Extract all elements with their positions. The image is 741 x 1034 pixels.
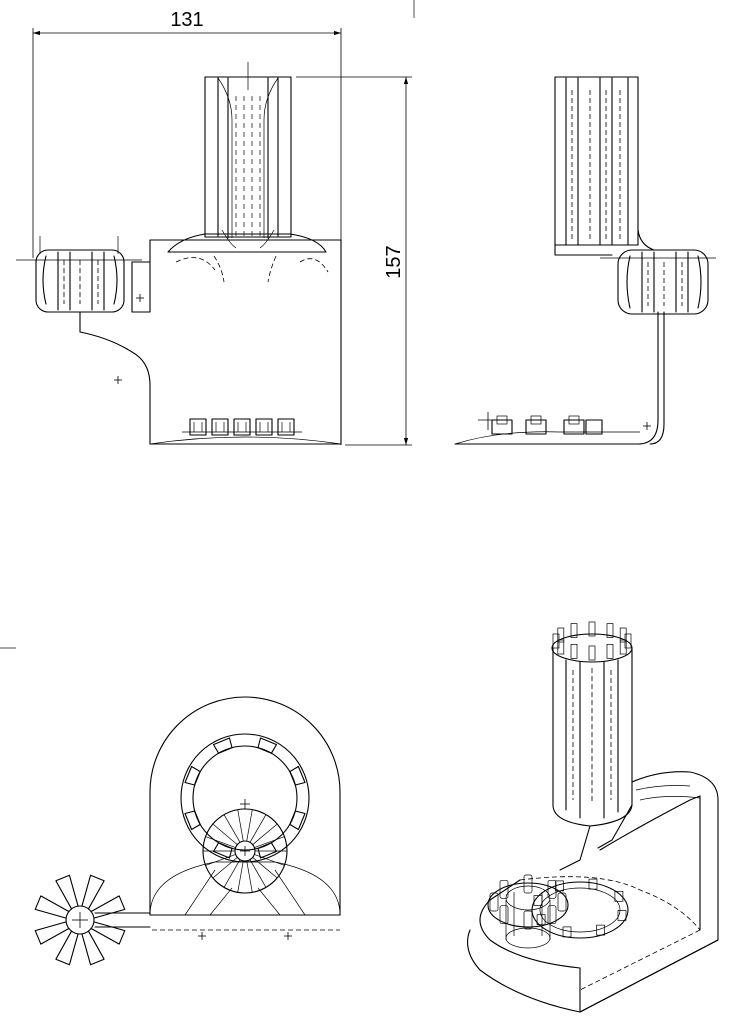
front-impeller-wing <box>16 236 142 313</box>
center-mark <box>72 799 292 940</box>
center-mark <box>114 294 144 384</box>
isometric-view <box>467 621 719 1013</box>
width-dimension-label: 131 <box>170 9 203 31</box>
side-impeller <box>600 249 716 315</box>
propeller-icon <box>34 874 126 966</box>
front-view <box>16 62 342 445</box>
height-dimension: 157 <box>296 76 412 446</box>
width-dimension: 131 <box>32 9 342 445</box>
front-base-fins <box>182 418 302 436</box>
top-view <box>34 696 341 966</box>
side-view <box>454 76 716 445</box>
height-dimension-label: 157 <box>383 245 405 278</box>
side-base-fins <box>491 415 603 435</box>
center-mark <box>478 412 651 430</box>
